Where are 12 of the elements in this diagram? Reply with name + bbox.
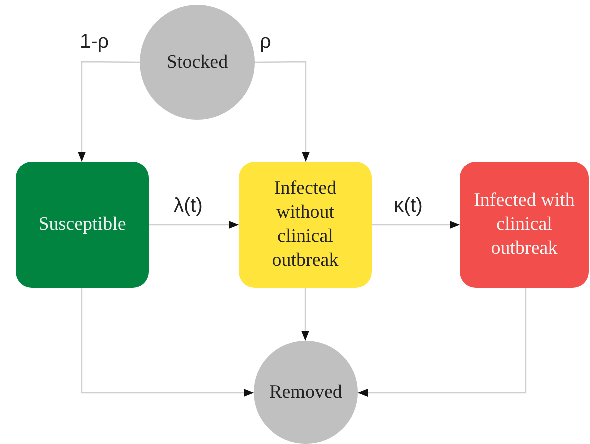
arrow [255, 61, 310, 162]
state-box: Infected without clinical outbreak [239, 162, 372, 288]
state-box: Susceptible [16, 162, 149, 288]
arrow [358, 288, 527, 397]
arrow [302, 288, 310, 341]
edge-label: κ(t) [392, 196, 425, 216]
state-box: Infected with clinical outbreak [460, 162, 589, 288]
arrow [78, 61, 140, 162]
arrow [81, 288, 254, 397]
edge-label: λ(t) [172, 196, 205, 216]
arrow [149, 221, 239, 229]
arrow [372, 221, 460, 229]
